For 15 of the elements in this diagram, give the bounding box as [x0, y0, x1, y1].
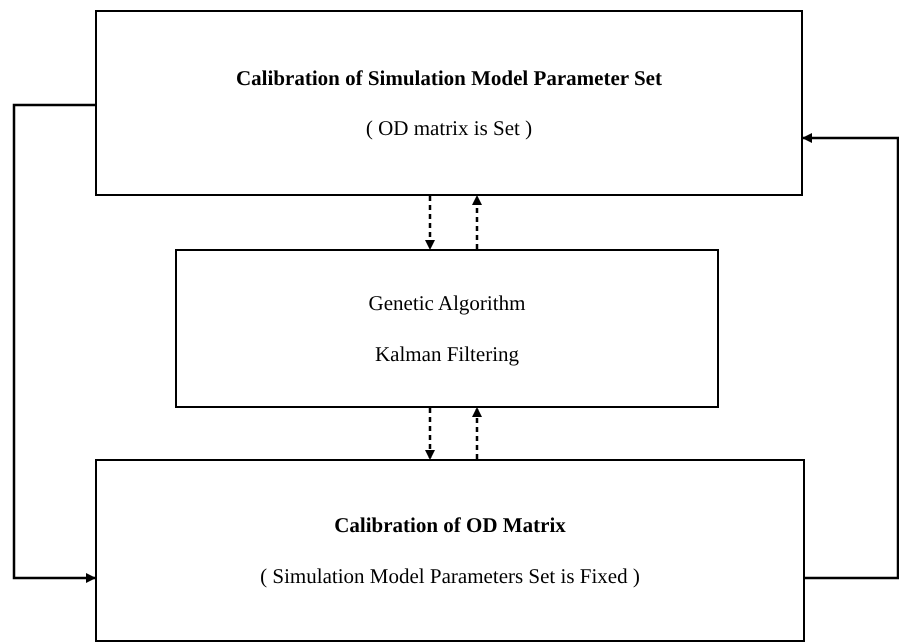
arrow [12, 104, 96, 583]
process-box [175, 249, 719, 408]
process-box [95, 459, 805, 642]
dashed-arrow [425, 408, 435, 460]
box-text: Kalman Filtering [374, 340, 520, 367]
process-box [95, 10, 803, 196]
dashed-arrow [472, 195, 482, 249]
box-heading: Genetic Algorithm [368, 290, 526, 316]
dashed-arrow [425, 196, 435, 250]
box-heading: Calibration of OD Matrix [334, 512, 566, 538]
box-text: ( Simulation Model Parameters Set is Fixed ) [260, 562, 640, 589]
dashed-arrow [472, 407, 482, 459]
arrow [802, 133, 899, 580]
box-text: ( OD matrix is Set ) [366, 115, 532, 142]
box-heading: Calibration of Simulation Model Parameter Set [236, 64, 662, 91]
